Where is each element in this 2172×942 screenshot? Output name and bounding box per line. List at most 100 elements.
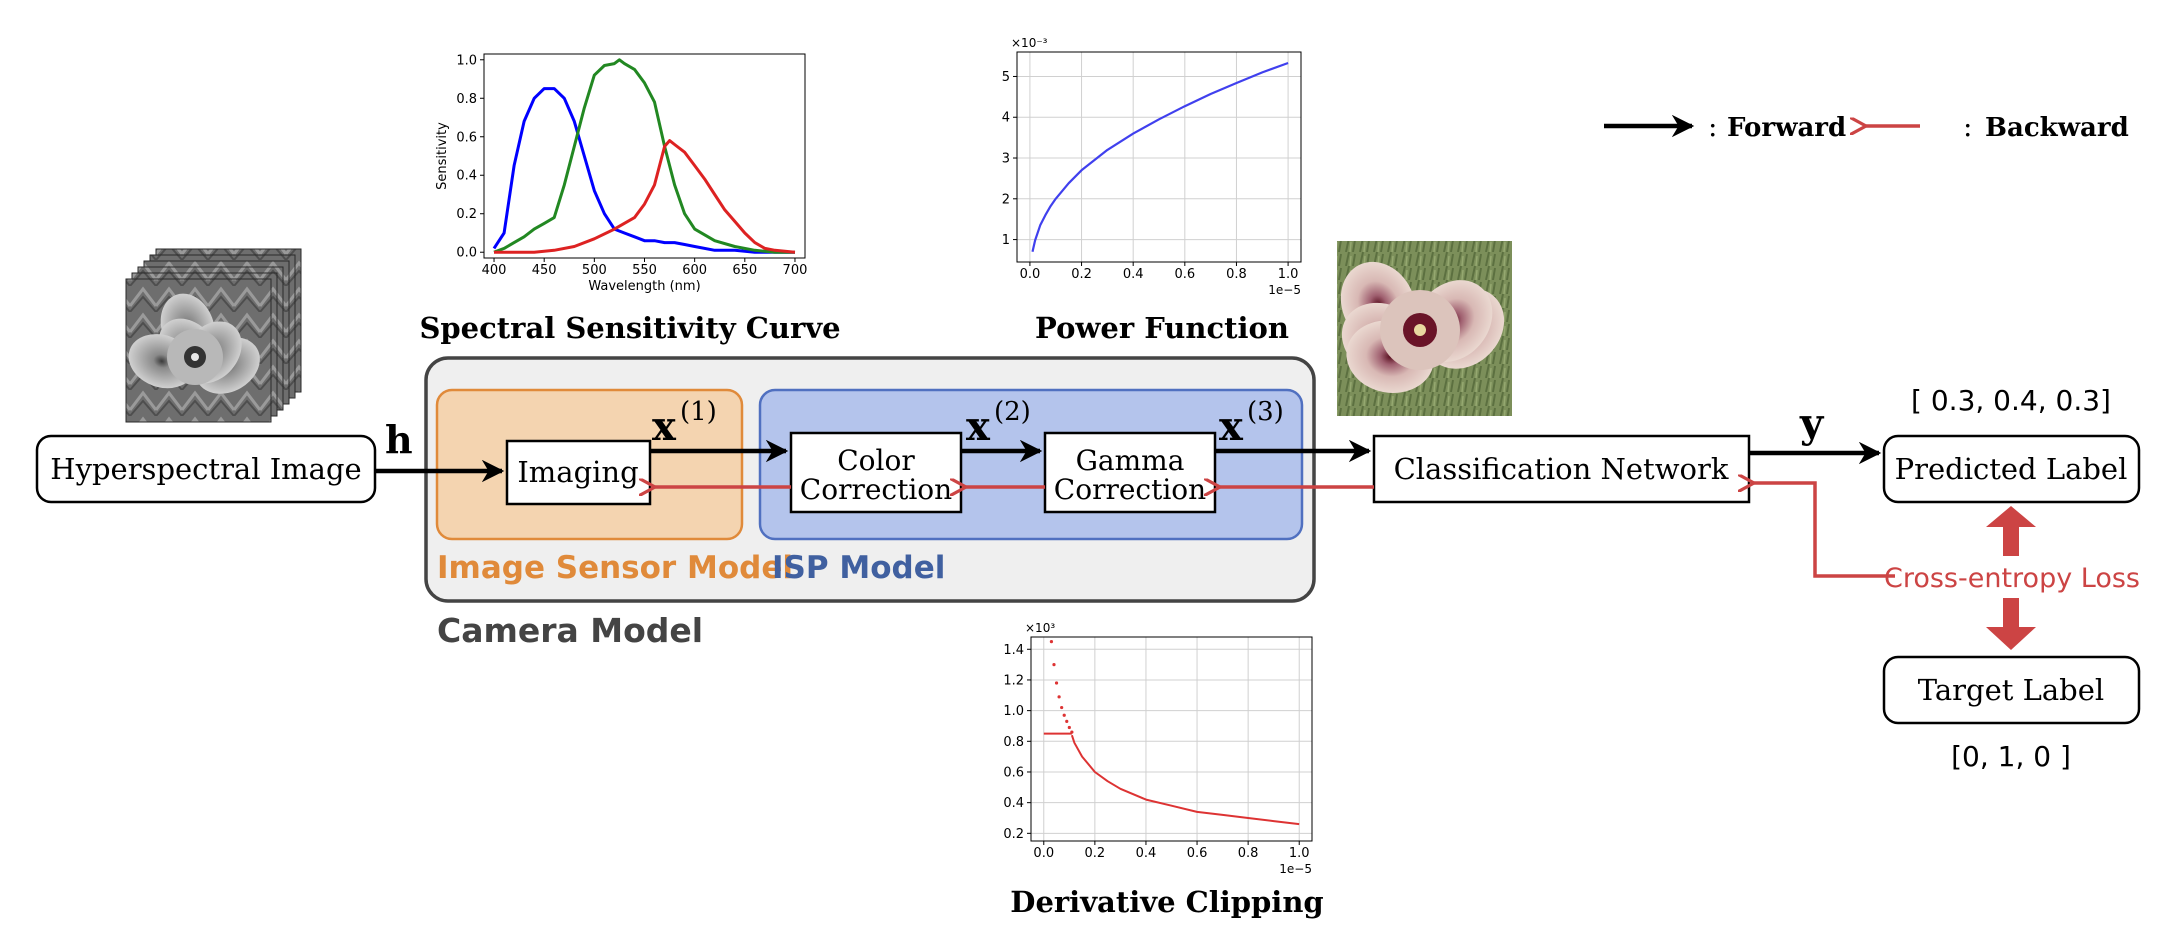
- var-x1: x: [652, 403, 677, 450]
- data-point: [1057, 695, 1061, 699]
- y-tick-label: 0.2: [456, 207, 477, 222]
- color-correction-label-line2: Correction: [800, 473, 952, 506]
- imaging-node[interactable]: Imaging: [505, 439, 652, 506]
- classification-network-label: Classification Network: [1394, 452, 1729, 486]
- x-tick-label: 0.6: [1174, 267, 1195, 282]
- color-correction-node[interactable]: Color Correction: [789, 431, 963, 514]
- legend: : Forward : Backward: [1604, 110, 2129, 143]
- target-label-node[interactable]: Target Label: [1882, 655, 2141, 725]
- data-point: [1067, 725, 1071, 730]
- x-tick-label: 0.8: [1238, 846, 1259, 861]
- series-line-blue: [1031, 61, 1289, 253]
- y-tick-label: 0.2: [1003, 827, 1024, 842]
- x-multiplier-label: 1e−5: [1279, 862, 1312, 876]
- gamma-correction-node[interactable]: Gamma Correction: [1043, 431, 1217, 514]
- target-values: [0, 1, 0 ]: [1951, 740, 2071, 773]
- y-tick-label: 0.0: [456, 246, 477, 261]
- y-tick-label: 0.8: [1003, 735, 1024, 750]
- hyperspectral-image-label: Hyperspectral Image: [50, 452, 361, 486]
- power-caption: Power Function: [1035, 311, 1289, 345]
- x-tick-label: 0.2: [1071, 267, 1092, 282]
- y-tick-label: 1.4: [1003, 643, 1024, 658]
- var-h: h: [385, 417, 413, 462]
- x-tick-label: 450: [532, 263, 557, 278]
- y-multiplier-label: ×10⁻³: [1011, 36, 1048, 50]
- series-line-green: [493, 58, 795, 254]
- plot-frame: [1016, 51, 1302, 263]
- var-x3: x: [1219, 403, 1244, 450]
- y-tick-label: 5: [1002, 70, 1010, 85]
- data-point: [1054, 681, 1059, 685]
- gamma-correction-label-line2: Correction: [1054, 473, 1206, 506]
- cross-entropy-loss-label: Cross-entropy Loss: [1884, 563, 2140, 594]
- y-tick-label: 0.4: [456, 169, 477, 184]
- backward-arrows: [655, 483, 1895, 578]
- isp-model-label: ISP Model: [772, 550, 945, 586]
- data-point: [1052, 663, 1056, 667]
- x-tick-label: 0.0: [1033, 846, 1054, 861]
- x-axis-label: Wavelength (nm): [588, 279, 700, 294]
- loss-arrows: [1986, 506, 2036, 650]
- data-point: [1049, 640, 1054, 644]
- x-tick-label: 0.4: [1123, 267, 1144, 282]
- imaging-label: Imaging: [517, 455, 638, 489]
- y-tick-label: 1: [1002, 233, 1010, 248]
- x-tick-label: 0.2: [1085, 846, 1106, 861]
- series-line-red: [494, 139, 796, 254]
- y-tick-label: 0.8: [456, 92, 477, 107]
- x-tick-label: 550: [632, 263, 657, 278]
- camera-model-label: Camera Model: [437, 611, 703, 650]
- legend-backward-label: Backward: [1985, 113, 2129, 143]
- x-tick-label: 700: [783, 263, 808, 278]
- data-point: [1065, 719, 1069, 723]
- series-line-red: [1070, 734, 1300, 826]
- y-axis-label: Sensitivity: [435, 122, 450, 190]
- var-x1-sup: (1): [680, 397, 717, 427]
- y-tick-label: 0.4: [1003, 796, 1024, 811]
- x-tick-label: 600: [682, 263, 707, 278]
- x-tick-label: 0.0: [1020, 267, 1041, 282]
- backward-arrow-loss-to-classifier: [1754, 483, 1895, 578]
- rgb-flower-image: [1337, 241, 1512, 416]
- x-tick-label: 1.0: [1278, 267, 1299, 282]
- predicted-label-text: Predicted Label: [1895, 452, 2128, 486]
- y-tick-label: 4: [1002, 111, 1010, 126]
- var-x2-sup: (2): [994, 397, 1031, 427]
- gray-flower: [128, 293, 260, 394]
- legend-forward-separator: :: [1708, 110, 1717, 143]
- predicted-label-node[interactable]: Predicted Label: [1882, 434, 2141, 504]
- var-x3-sup: (3): [1247, 397, 1284, 427]
- target-label-text: Target Label: [1918, 673, 2104, 707]
- spectral-caption: Spectral Sensitivity Curve: [419, 311, 840, 345]
- x-tick-label: 0.4: [1136, 846, 1157, 861]
- x-multiplier-label: 1e−5: [1268, 283, 1301, 297]
- x-tick-label: 500: [582, 263, 607, 278]
- x-tick-label: 0.8: [1226, 267, 1247, 282]
- x-tick-label: 650: [732, 263, 757, 278]
- predicted-values: [ 0.3, 0.4, 0.3]: [1911, 384, 2111, 417]
- x-tick-label: 1.0: [1289, 846, 1310, 861]
- hyperspectral-stack-image: [125, 248, 302, 423]
- y-tick-label: 1.2: [1003, 673, 1024, 688]
- image-sensor-model-label: Image Sensor Model: [437, 550, 793, 586]
- y-multiplier-label: ×10³: [1025, 621, 1055, 635]
- y-tick-label: 3: [1002, 152, 1010, 167]
- data-point: [1060, 705, 1064, 710]
- hyperspectral-image-node[interactable]: Hyperspectral Image: [35, 434, 377, 504]
- y-tick-label: 1.0: [456, 53, 477, 68]
- y-tick-label: 0.6: [456, 130, 477, 145]
- gamma-correction-label-line1: Gamma: [1076, 444, 1185, 477]
- y-tick-label: 0.6: [1003, 765, 1024, 780]
- y-tick-label: 1.0: [1003, 704, 1024, 719]
- legend-backward-separator: :: [1963, 110, 1972, 143]
- data-point: [1062, 713, 1066, 717]
- series-line-blue: [492, 87, 795, 254]
- legend-forward-label: Forward: [1727, 113, 1846, 143]
- color-correction-label-line1: Color: [837, 444, 915, 477]
- classification-network-node[interactable]: Classification Network: [1372, 434, 1751, 504]
- forward-arrows: [375, 439, 1882, 483]
